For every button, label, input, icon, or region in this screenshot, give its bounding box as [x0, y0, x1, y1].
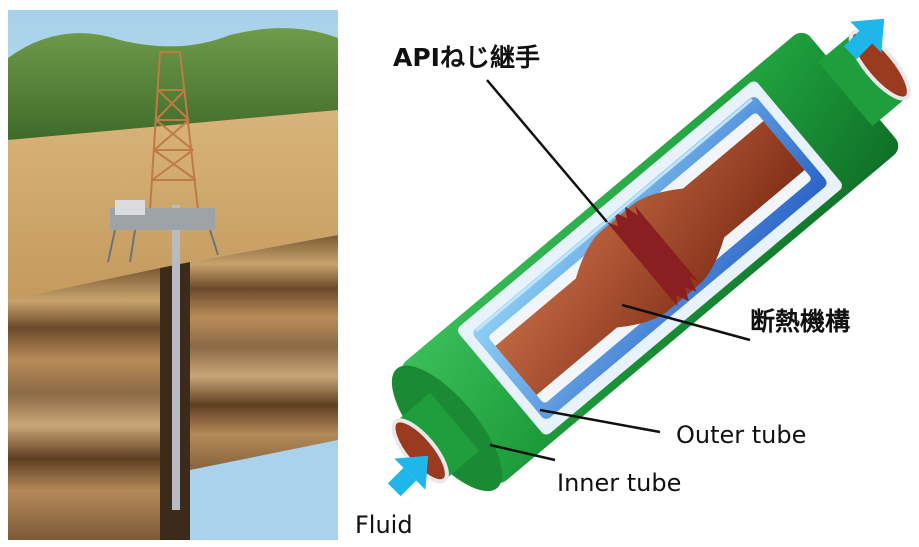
ground-cut-front — [8, 268, 160, 540]
insulation-leader — [621, 303, 751, 342]
drilling-rig-illustration — [8, 10, 338, 540]
forest-hills — [8, 28, 338, 141]
inner-tube-left-stub — [395, 392, 480, 480]
leader-lines — [486, 79, 751, 462]
pipe-cross-section — [391, 29, 911, 492]
insulation-label: 断熱機構 — [750, 307, 850, 336]
drill-string — [172, 205, 180, 510]
fluid-label: Fluid — [355, 511, 413, 539]
water-table — [190, 440, 338, 540]
inner-tube-label: Inner tube — [557, 469, 681, 497]
outer-tube-label: Outer tube — [676, 421, 806, 449]
rig-housing — [115, 200, 145, 215]
api-thread-joint — [606, 205, 699, 307]
rig-legs — [107, 229, 219, 263]
inner-tube-right-stub — [818, 32, 907, 127]
arrow-up-right-icon — [387, 455, 429, 497]
api-joint-leader — [486, 79, 608, 223]
insulation-highlight — [475, 98, 753, 332]
ground-cut-side — [190, 235, 338, 478]
arrow-up-right-icon — [843, 18, 885, 60]
api-joint-label: APIねじ継手 — [393, 43, 540, 72]
inner-tube-leader — [489, 443, 556, 462]
outer-tube-leader — [539, 408, 661, 434]
derrick-tower — [149, 51, 199, 211]
